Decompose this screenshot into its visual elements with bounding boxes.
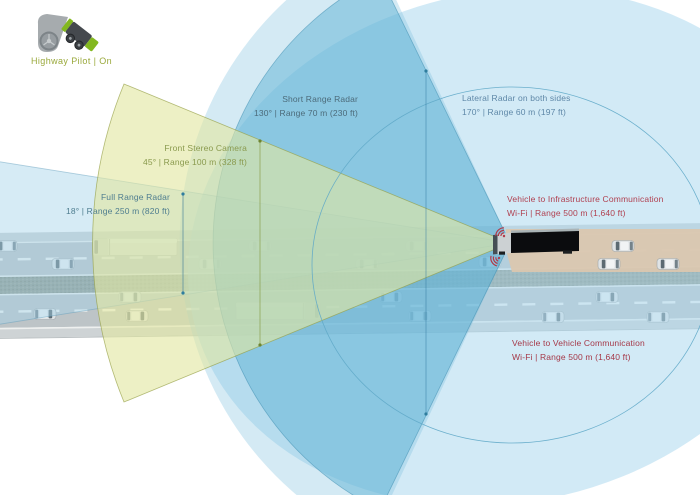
full-range-radar-name: Full Range Radar <box>100 192 170 202</box>
short-range-radar-name: Short Range Radar <box>282 94 358 104</box>
front-stereo-camera-name: Front Stereo Camera <box>164 143 247 153</box>
lateral-radar-spec: 170° | Range 60 m (197 ft) <box>462 106 567 117</box>
front-stereo-camera-spec: 45° | Range 100 m (328 ft) <box>142 156 247 167</box>
short-range-radar-spec: 130° | Range 70 m (230 ft) <box>253 107 358 118</box>
highway-pilot-logo-icon <box>37 14 99 52</box>
autonomous-truck <box>493 228 579 255</box>
label-v2i-communication: Vehicle to Infrastructure Communication … <box>507 193 664 220</box>
full-range-radar-spec: 18° | Range 250 m (820 ft) <box>65 205 170 216</box>
label-v2v-communication: Vehicle to Vehicle Communication Wi-Fi |… <box>512 337 645 364</box>
lateral-radar-name: Lateral Radar on both sides <box>462 93 571 103</box>
label-short-range-radar: Short Range Radar 130° | Range 70 m (230… <box>254 93 358 120</box>
lateral-radar-ring <box>311 86 700 444</box>
label-lateral-radar: Lateral Radar on both sides 170° | Range… <box>462 92 570 119</box>
v2i-name: Vehicle to Infrastructure Communication <box>507 194 664 204</box>
v2v-name: Vehicle to Vehicle Communication <box>512 338 645 348</box>
front-stereo-camera-cone <box>92 83 512 403</box>
highway-pilot-status: Highway Pilot | On <box>31 56 113 66</box>
v2i-spec: Wi-Fi | Range 500 m (1,640 ft) <box>507 207 626 218</box>
label-front-stereo-camera: Front Stereo Camera 45° | Range 100 m (3… <box>143 142 247 169</box>
measurement-lines <box>181 69 700 444</box>
label-full-range-radar: Full Range Radar 18° | Range 250 m (820 … <box>66 191 170 218</box>
v2v-spec: Wi-Fi | Range 500 m (1,640 ft) <box>512 351 631 362</box>
